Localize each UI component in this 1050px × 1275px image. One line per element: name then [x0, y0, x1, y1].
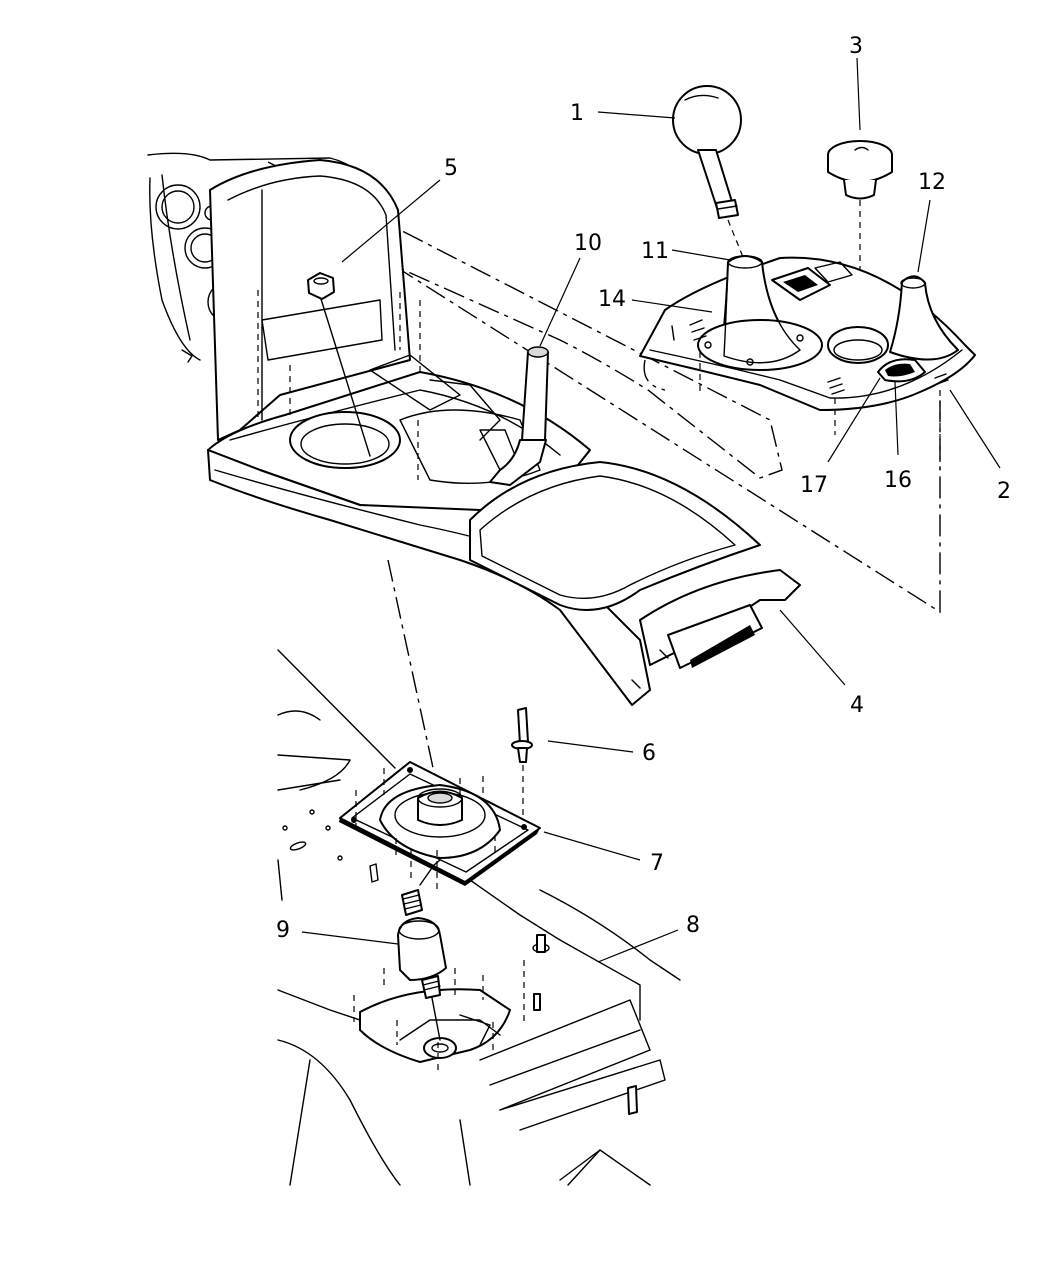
push-pin	[511, 707, 533, 820]
shifter-bezel	[639, 255, 976, 470]
callout-9: 9	[276, 918, 290, 943]
callout-8: 8	[686, 913, 700, 938]
shift-knob	[672, 85, 746, 263]
callout-12: 12	[918, 170, 946, 195]
callout-1: 1	[570, 101, 584, 126]
callout-2: 2	[997, 479, 1011, 504]
callout-16: 16	[884, 468, 912, 493]
callout-14: 14	[598, 287, 626, 312]
center-console	[207, 159, 801, 706]
parking-brake-handle	[489, 346, 549, 486]
callout-10: 10	[574, 231, 602, 256]
shift-lever-damper	[397, 859, 447, 1041]
cap	[827, 140, 893, 350]
callout-11: 11	[641, 239, 669, 264]
callouts: 1 2 3 4 5 6 7 8 9 10 11 12 14 16 17	[276, 34, 1011, 963]
callout-6: 6	[642, 741, 656, 766]
floor-tunnel	[277, 649, 681, 1186]
callout-7: 7	[650, 851, 664, 876]
shift-boot-plate	[339, 761, 541, 890]
callout-4: 4	[850, 693, 864, 718]
nut	[307, 272, 371, 457]
console-assembly-lines	[257, 290, 421, 480]
callout-17: 17	[800, 473, 828, 498]
callout-3: 3	[849, 34, 863, 59]
callout-5: 5	[444, 156, 458, 181]
